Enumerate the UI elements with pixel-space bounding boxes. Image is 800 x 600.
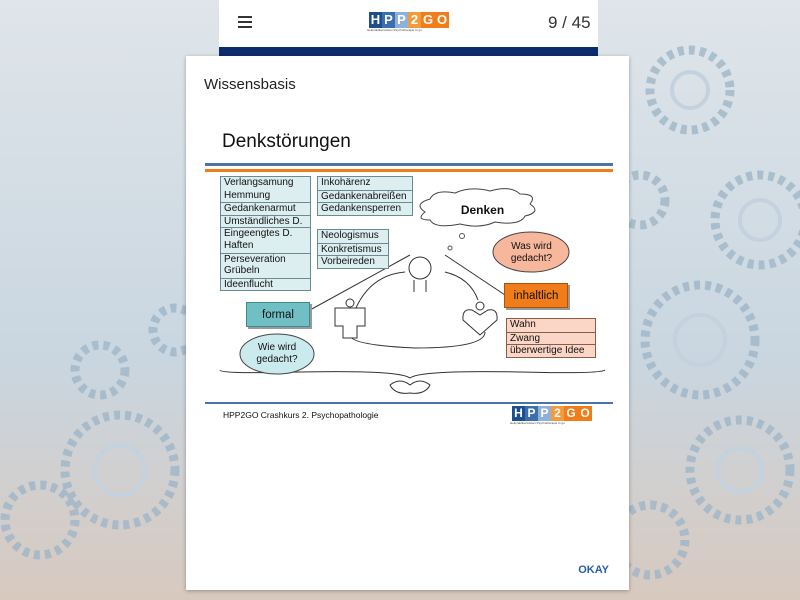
page-indicator: 9 / 45 xyxy=(548,13,591,32)
what-oval xyxy=(492,231,570,273)
section-title: Wissensbasis xyxy=(204,76,296,93)
denken-cloud xyxy=(419,188,536,227)
figure-body-icon xyxy=(334,298,366,339)
arrow-content xyxy=(444,254,506,296)
slide-title: Denkstörungen xyxy=(222,131,351,152)
okay-button[interactable]: OKAY xyxy=(578,564,609,576)
diagram-drawing xyxy=(219,188,606,394)
thought-bubble-icon xyxy=(447,233,465,251)
slide-divider-blue xyxy=(205,163,613,166)
hamburger-menu-icon[interactable] xyxy=(238,16,252,28)
figure-heart-icon xyxy=(462,301,498,336)
brain-sketch-icon xyxy=(389,380,431,394)
cloud-label: Denken xyxy=(460,203,505,217)
slide-footer-text: HPP2GO Crashkurs 2. Psychopathologie xyxy=(223,410,379,420)
slide-divider-orange xyxy=(205,169,613,172)
header-accent-bar xyxy=(219,47,598,56)
formal-label: formal xyxy=(246,302,310,327)
slide-footer-line xyxy=(205,402,613,404)
content-label: inhaltlich xyxy=(504,283,568,308)
arrow-formal xyxy=(309,254,411,311)
figure-head-icon xyxy=(408,256,432,292)
how-oval xyxy=(239,333,315,375)
